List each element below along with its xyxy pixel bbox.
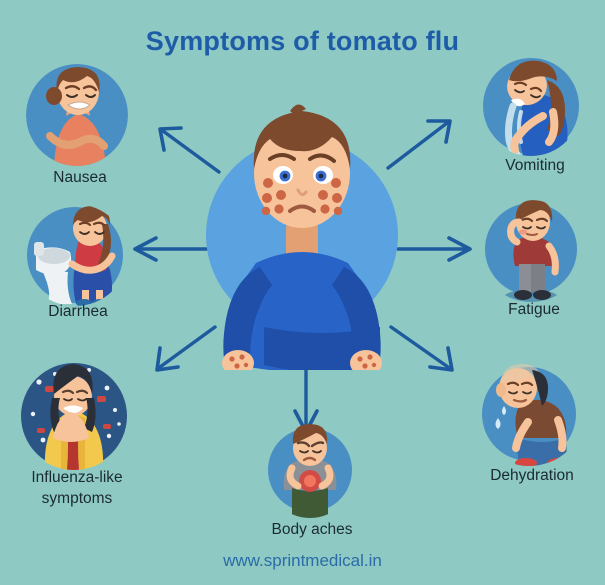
hand-rash-spots bbox=[229, 354, 377, 369]
symptom-dehydration[interactable]: Dehydration bbox=[474, 362, 590, 502]
fatigue-icon bbox=[485, 200, 577, 302]
influenza-label-line-1: Influenza-like bbox=[31, 469, 123, 486]
symptom-influenza-like-symptoms[interactable]: Influenza-like symptoms bbox=[19, 362, 135, 508]
symptom-label-nausea: Nausea bbox=[53, 169, 107, 186]
footer-url[interactable]: www.sprintmedical.in bbox=[223, 551, 382, 570]
symptom-nausea[interactable]: Nausea bbox=[26, 64, 134, 194]
arrow-to-body-aches bbox=[293, 367, 319, 434]
symptom-vomiting[interactable]: Vomiting bbox=[481, 56, 589, 186]
nausea-icon bbox=[26, 64, 128, 166]
arrow-to-vomiting bbox=[386, 119, 452, 170]
arrow-to-diarrhea bbox=[133, 236, 209, 262]
sweat-drops bbox=[495, 406, 506, 429]
arrow-to-influenza-symptoms bbox=[155, 325, 217, 372]
symptom-label-dehydration: Dehydration bbox=[490, 467, 574, 484]
influenza-label-line-2: symptoms bbox=[41, 489, 113, 507]
snowflakes bbox=[30, 365, 121, 443]
dehydration-icon bbox=[482, 364, 576, 466]
symptom-label-fatigue: Fatigue bbox=[508, 301, 560, 318]
symptom-label-vomiting: Vomiting bbox=[505, 157, 565, 174]
symptom-label-influenza-like-symptoms: Influenza-like symptoms bbox=[31, 468, 122, 510]
sick-boy-with-rash-illustration bbox=[206, 104, 398, 370]
page-title: Symptoms of tomato flu bbox=[145, 26, 460, 56]
face-rash-spots bbox=[261, 178, 343, 216]
symptom-label-body-aches: Body aches bbox=[271, 521, 353, 538]
symptom-fatigue[interactable]: Fatigue bbox=[479, 200, 589, 330]
influenza-symptoms-icon bbox=[21, 363, 127, 470]
arrow-to-nausea bbox=[158, 126, 221, 174]
center-figure bbox=[186, 95, 418, 370]
arrow-to-fatigue bbox=[396, 236, 472, 262]
body-aches-icon bbox=[268, 424, 352, 518]
diarrhea-icon bbox=[27, 206, 123, 306]
symptom-body-aches[interactable]: Body aches bbox=[264, 424, 360, 550]
arrow-to-dehydration bbox=[389, 325, 454, 372]
symptom-label-diarrhea: Diarrhea bbox=[48, 303, 108, 320]
vomiting-icon bbox=[483, 58, 579, 156]
symptom-diarrhea[interactable]: Diarrhea bbox=[22, 204, 134, 334]
